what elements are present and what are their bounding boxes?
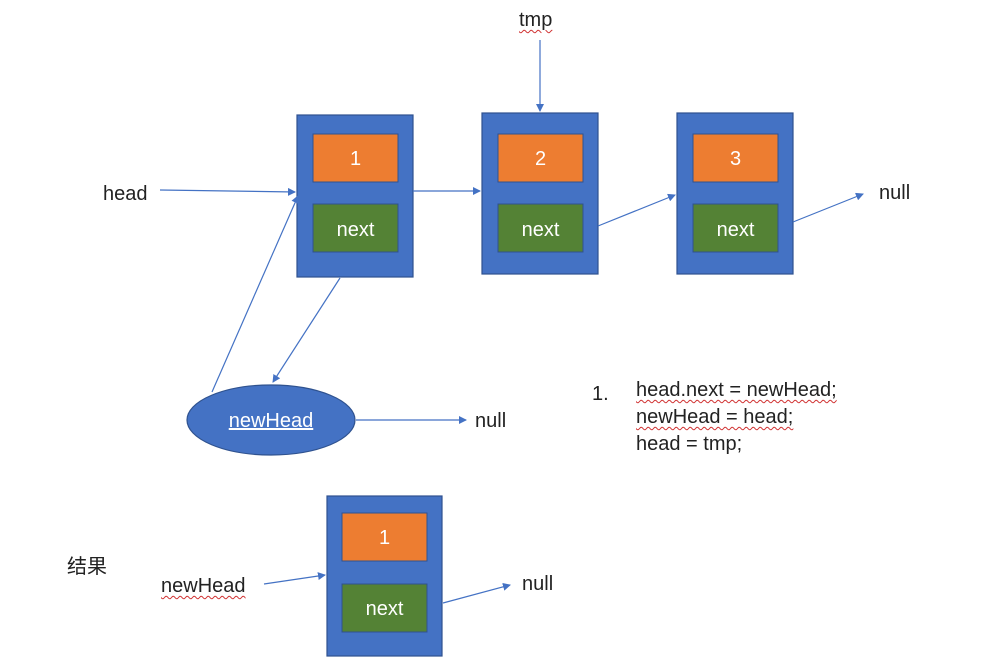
result-title: 结果 bbox=[67, 556, 107, 578]
arrow-node-2-to-node-3 bbox=[597, 193, 676, 227]
new-head-ellipse: newHead bbox=[186, 384, 356, 456]
arrow-node-3-to-null bbox=[792, 192, 864, 223]
tmp-label: tmp bbox=[519, 9, 553, 31]
new-head-label: newHead bbox=[229, 410, 314, 432]
null-label-main: null bbox=[879, 182, 911, 204]
list-node-2: 2 next bbox=[481, 112, 599, 275]
result-pointer-label: newHead bbox=[161, 575, 246, 597]
list-node-1: 1 next bbox=[296, 114, 414, 278]
head-label: head bbox=[103, 183, 148, 205]
arrow-result-pointer-to-node bbox=[263, 572, 326, 585]
arrow-newhead-to-node-1 bbox=[211, 195, 299, 393]
code-line-3-text: head = tmp; bbox=[636, 433, 743, 455]
null-label-newhead: null bbox=[475, 410, 507, 432]
node-3-value: 3 bbox=[730, 148, 741, 170]
arrow-head-to-node-1 bbox=[159, 187, 296, 196]
result-node-next: next bbox=[366, 598, 404, 620]
code-line-1: head.next = newHead; bbox=[636, 380, 837, 400]
result-node: 1 next bbox=[326, 495, 443, 657]
code-list-number: 1. bbox=[592, 383, 609, 405]
code-line-2-text: newHead = head; bbox=[636, 406, 794, 428]
code-line-1-text: head.next = newHead; bbox=[636, 379, 837, 401]
arrows bbox=[159, 40, 864, 604]
node-1-value: 1 bbox=[350, 148, 361, 170]
code-line-2: newHead = head; bbox=[636, 407, 793, 427]
null-label-result: null bbox=[522, 573, 554, 595]
code-line-3: head = tmp; bbox=[636, 434, 742, 454]
arrow-node-1-to-newhead bbox=[272, 277, 341, 383]
result-node-value: 1 bbox=[379, 527, 390, 549]
arrow-result-node-to-null bbox=[442, 582, 511, 604]
node-2-next: next bbox=[522, 219, 560, 241]
node-3-next: next bbox=[717, 219, 755, 241]
node-2-value: 2 bbox=[535, 148, 546, 170]
list-node-3: 3 next bbox=[676, 112, 794, 275]
node-1-next: next bbox=[337, 219, 375, 241]
